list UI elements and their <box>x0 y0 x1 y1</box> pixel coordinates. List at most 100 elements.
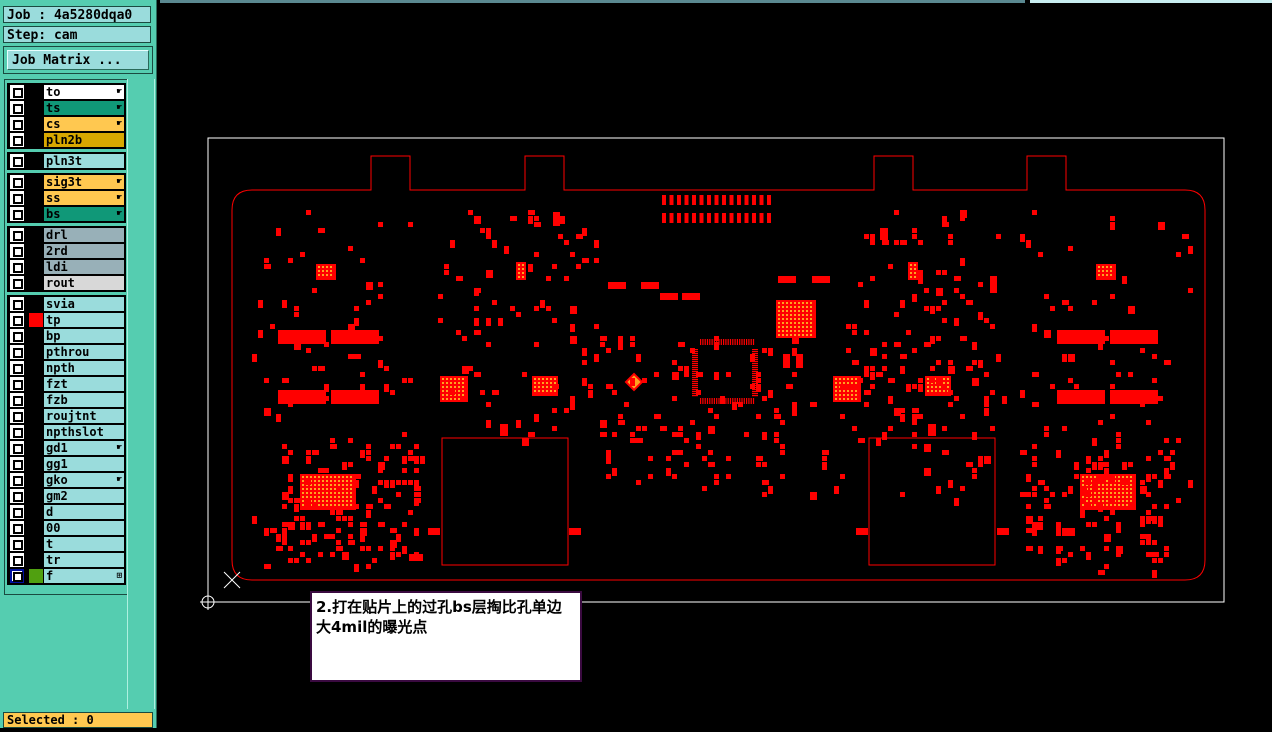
layer-row-pln2b[interactable]: pln2b <box>8 132 125 148</box>
layer-affected-checkbox[interactable] <box>10 553 24 567</box>
layer-affected-checkbox[interactable] <box>10 297 24 311</box>
layer-affected-checkbox[interactable] <box>10 521 24 535</box>
layer-display-swatch[interactable] <box>29 521 43 535</box>
layer-name[interactable]: bp <box>44 329 124 343</box>
layer-row-tp[interactable]: tp <box>8 312 125 328</box>
layer-row-ldi[interactable]: ldi <box>8 259 125 275</box>
layer-row-pthrou[interactable]: pthrou <box>8 344 125 360</box>
job-matrix-button[interactable]: Job Matrix ... <box>7 50 149 70</box>
layer-affected-checkbox[interactable] <box>10 457 24 471</box>
layer-display-swatch[interactable] <box>29 345 43 359</box>
layer-row-npthslot[interactable]: npthslot <box>8 424 125 440</box>
layer-row-pln3t[interactable]: pln3t <box>8 153 125 169</box>
layer-display-swatch[interactable] <box>29 191 43 205</box>
layer-name[interactable]: cs☛ <box>44 117 124 131</box>
layer-display-swatch[interactable] <box>29 441 43 455</box>
layer-affected-checkbox[interactable] <box>10 393 24 407</box>
layer-display-swatch[interactable] <box>29 117 43 131</box>
layer-display-swatch[interactable] <box>29 489 43 503</box>
layer-display-swatch[interactable] <box>29 553 43 567</box>
layer-row-gm2[interactable]: gm2 <box>8 488 125 504</box>
layer-row-gko[interactable]: gko☛ <box>8 472 125 488</box>
layer-row-cs[interactable]: cs☛ <box>8 116 125 132</box>
layer-row-2rd[interactable]: 2rd <box>8 243 125 259</box>
layer-affected-checkbox[interactable] <box>10 345 24 359</box>
layer-affected-checkbox[interactable] <box>10 473 24 487</box>
layer-display-swatch[interactable] <box>29 473 43 487</box>
layer-display-swatch[interactable] <box>29 457 43 471</box>
layer-display-swatch[interactable] <box>29 425 43 439</box>
layer-name[interactable]: t <box>44 537 124 551</box>
layer-name[interactable]: 2rd <box>44 244 124 258</box>
layer-display-swatch[interactable] <box>29 133 43 147</box>
layer-name[interactable]: svia <box>44 297 124 311</box>
layer-name[interactable]: ldi <box>44 260 124 274</box>
layer-display-swatch[interactable] <box>29 393 43 407</box>
layer-display-swatch[interactable] <box>29 276 43 290</box>
layer-name[interactable]: npthslot <box>44 425 124 439</box>
layer-display-swatch[interactable] <box>29 329 43 343</box>
layer-name[interactable]: gg1 <box>44 457 124 471</box>
layer-name[interactable]: d <box>44 505 124 519</box>
layer-name[interactable]: sig3t☛ <box>44 175 124 189</box>
layer-row-tr[interactable]: tr <box>8 552 125 568</box>
layer-display-swatch[interactable] <box>29 537 43 551</box>
layer-row-svia[interactable]: svia <box>8 296 125 312</box>
layer-display-swatch[interactable] <box>29 377 43 391</box>
layer-display-swatch[interactable] <box>29 175 43 189</box>
layer-affected-checkbox[interactable] <box>10 191 24 205</box>
layer-row-sig3t[interactable]: sig3t☛ <box>8 174 125 190</box>
layer-affected-checkbox[interactable] <box>10 117 24 131</box>
layer-display-swatch[interactable] <box>29 297 43 311</box>
layer-name[interactable]: to☛ <box>44 85 124 99</box>
layer-row-npth[interactable]: npth <box>8 360 125 376</box>
layer-affected-checkbox[interactable] <box>10 409 24 423</box>
layer-row-fzb[interactable]: fzb <box>8 392 125 408</box>
layer-affected-checkbox[interactable] <box>10 329 24 343</box>
layer-affected-checkbox[interactable] <box>10 175 24 189</box>
layer-affected-checkbox[interactable] <box>10 537 24 551</box>
layer-name[interactable]: 00 <box>44 521 124 535</box>
layer-name[interactable]: rout <box>44 276 124 290</box>
layer-affected-checkbox[interactable] <box>10 154 24 168</box>
layer-affected-checkbox[interactable] <box>10 228 24 242</box>
layer-affected-checkbox[interactable] <box>10 569 24 583</box>
layer-name[interactable]: roujtnt <box>44 409 124 423</box>
layer-row-to[interactable]: to☛ <box>8 84 125 100</box>
layer-row-gd1[interactable]: gd1☛ <box>8 440 125 456</box>
layer-affected-checkbox[interactable] <box>10 133 24 147</box>
layer-display-swatch[interactable] <box>29 569 43 583</box>
layer-affected-checkbox[interactable] <box>10 489 24 503</box>
layer-list-scrollbar[interactable] <box>127 79 155 709</box>
layer-affected-checkbox[interactable] <box>10 441 24 455</box>
layer-row-d[interactable]: d <box>8 504 125 520</box>
layer-display-swatch[interactable] <box>29 260 43 274</box>
layer-name[interactable]: gko☛ <box>44 473 124 487</box>
layer-row-rout[interactable]: rout <box>8 275 125 291</box>
layer-affected-checkbox[interactable] <box>10 425 24 439</box>
layer-row-bp[interactable]: bp <box>8 328 125 344</box>
layer-name[interactable]: ss☛ <box>44 191 124 205</box>
layer-row-t[interactable]: t <box>8 536 125 552</box>
layer-affected-checkbox[interactable] <box>10 505 24 519</box>
layer-affected-checkbox[interactable] <box>10 377 24 391</box>
layer-display-swatch[interactable] <box>29 313 43 327</box>
layer-display-swatch[interactable] <box>29 207 43 221</box>
layer-display-swatch[interactable] <box>29 244 43 258</box>
layer-name[interactable]: fzb <box>44 393 124 407</box>
layer-row-bs[interactable]: bs☛ <box>8 206 125 222</box>
layer-affected-checkbox[interactable] <box>10 101 24 115</box>
layer-menu-icon[interactable]: ⊞ <box>116 571 122 581</box>
layer-name[interactable]: drl <box>44 228 124 242</box>
layer-name[interactable]: bs☛ <box>44 207 124 221</box>
layer-row-gg1[interactable]: gg1 <box>8 456 125 472</box>
layer-display-swatch[interactable] <box>29 228 43 242</box>
layer-name[interactable]: gd1☛ <box>44 441 124 455</box>
layer-display-swatch[interactable] <box>29 85 43 99</box>
layer-name[interactable]: tr <box>44 553 124 567</box>
layer-name[interactable]: pthrou <box>44 345 124 359</box>
layer-row-fzt[interactable]: fzt <box>8 376 125 392</box>
layer-display-swatch[interactable] <box>29 154 43 168</box>
layer-affected-checkbox[interactable] <box>10 361 24 375</box>
layer-affected-checkbox[interactable] <box>10 276 24 290</box>
